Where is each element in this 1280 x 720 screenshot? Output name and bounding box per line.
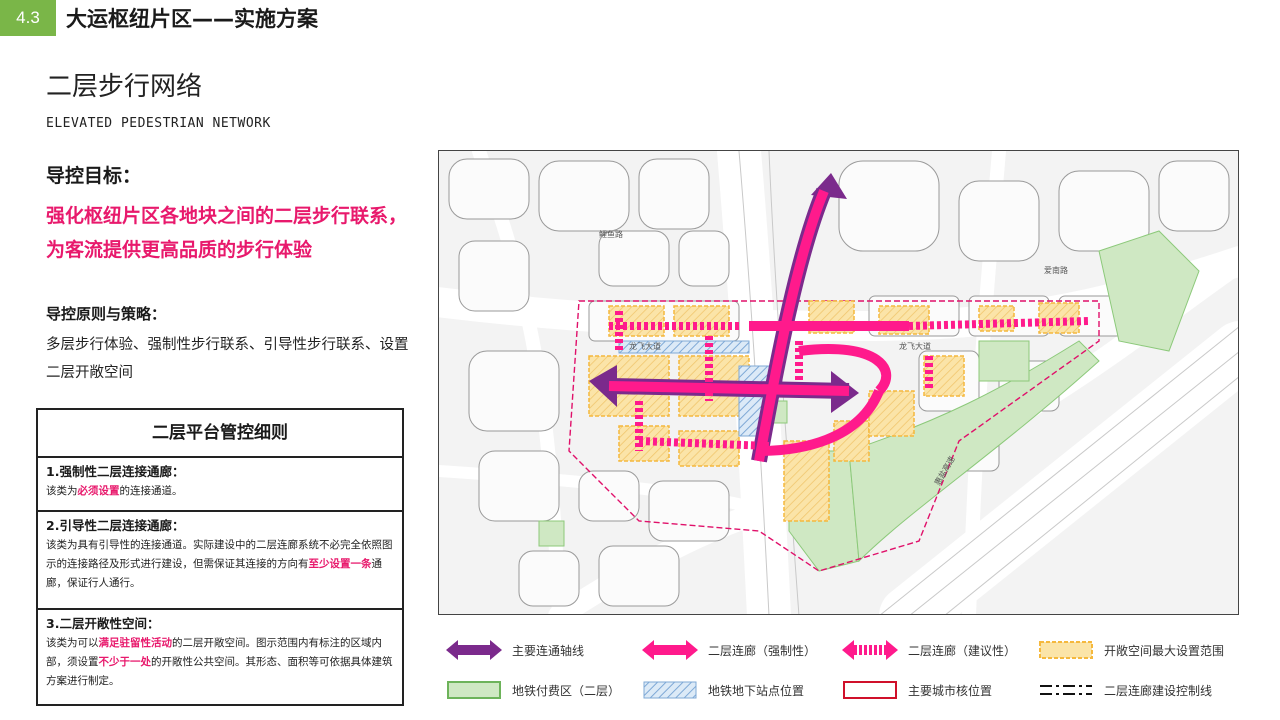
legend-item: 地铁地下站点位置 [642, 677, 804, 703]
orange-dashed-box-icon [1039, 641, 1093, 659]
rule-heading: 1.强制性二层连接通廊： [46, 464, 185, 479]
map-drawing: 龙飞大道 龙飞大道 爱南路 鲤鱼路 惠盐高速 [439, 151, 1238, 614]
principles-body: 多层步行体验、强制性步行联系、引导性步行联系、设置二层开敞空间 [46, 337, 409, 381]
legend-item: 二层连廊建设控制线 [1038, 677, 1212, 703]
section-number: 4.3 [0, 0, 56, 36]
rule-item-open-space: 3.二层开敞性空间： 该类为可以满足驻留性活动的二层开敞空间。图示范围内有标注的… [38, 610, 402, 706]
core-boundary [568, 300, 1100, 572]
road-label: 爱南路 [1044, 265, 1068, 275]
rule-body: 该类为必须设置的连接通道。 [46, 485, 183, 497]
page-title: 二层步行网络 [46, 72, 203, 102]
rule-body: 该类为具有引导性的连接通道。实际建设中的二层连廊系统不必完全依照图示的连接路径及… [46, 539, 393, 589]
rule-heading: 3.二层开敞性空间： [46, 616, 160, 631]
pink-double-arrow-icon [642, 640, 698, 660]
rule-item-guided: 2.引导性二层连接通廊： 该类为具有引导性的连接通道。实际建设中的二层连廊系统不… [38, 512, 402, 610]
dashed-pink-double-arrow-icon [842, 640, 898, 660]
purple-double-arrow-icon [446, 640, 502, 660]
rules-title: 二层平台管控细则 [38, 410, 402, 458]
legend-item: 地铁付费区（二层） [446, 677, 620, 703]
page-subtitle: ELEVATED PEDESTRIAN NETWORK [46, 116, 271, 131]
red-outline-box-icon [843, 681, 897, 699]
principles-heading: 导控原则与策略： [46, 305, 167, 323]
legend-item: 二层连廊（建议性） [842, 637, 1016, 663]
legend-item: 主要城市核位置 [842, 677, 992, 703]
rules-table: 二层平台管控细则 1.强制性二层连接通廊： 该类为必须设置的连接通道。 2.引导… [36, 408, 404, 706]
rule-item-mandatory: 1.强制性二层连接通廊： 该类为必须设置的连接通道。 [38, 458, 402, 512]
rule-heading: 2.引导性二层连接通廊： [46, 518, 185, 533]
green-box-icon [447, 681, 501, 699]
blue-hatched-box-icon [643, 681, 697, 699]
section-title: 大运枢纽片区——实施方案 [66, 7, 318, 31]
pedestrian-network-map: 龙飞大道 龙飞大道 爱南路 鲤鱼路 惠盐高速 [438, 150, 1239, 615]
road-label: 龙飞大道 [629, 341, 661, 351]
goal-body: 强化枢纽片区各地块之间的二层步行联系，为客流提供更高品质的步行体验 [46, 205, 408, 261]
rule-body: 该类为可以满足驻留性活动的二层开敞空间。图示范围内有标注的区域内部，须设置不少于… [46, 637, 393, 687]
legend-item: 开敞空间最大设置范围 [1038, 637, 1224, 663]
map-legend: 主要连通轴线 二层连廊（强制性） 二层连廊（建议性） 开敞空间最大设置范围 地铁… [446, 631, 1246, 711]
goal-heading: 导控目标： [46, 165, 142, 187]
road-label: 鲤鱼路 [599, 229, 623, 239]
open-space-zones [588, 300, 1080, 522]
mandatory-corridors [608, 189, 909, 462]
suggested-corridors [609, 311, 1090, 451]
legend-item: 主要连通轴线 [446, 637, 584, 663]
legend-item: 二层连廊（强制性） [642, 637, 816, 663]
road-label: 龙飞大道 [899, 341, 931, 351]
dash-dot-lines-icon [1040, 685, 1092, 695]
